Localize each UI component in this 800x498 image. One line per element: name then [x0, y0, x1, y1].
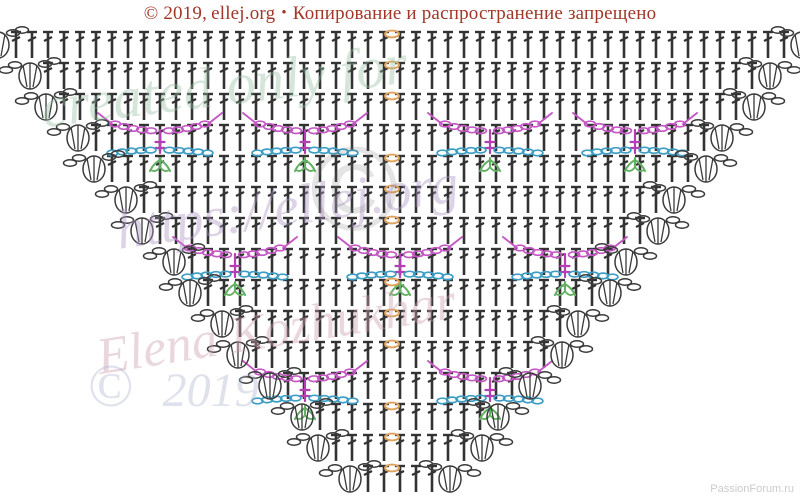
center-chain-layer	[384, 29, 400, 473]
copyright-symbol: ©	[143, 2, 159, 24]
copyright-year: 2019,	[163, 2, 208, 24]
bullet-separator: •	[281, 5, 287, 21]
colored-motif-layer	[97, 112, 698, 421]
site-name: ellej.org	[211, 2, 276, 24]
copyright-header: © 2019, ellej.org • Копирование и распро…	[0, 0, 800, 27]
copyright-notice: Копирование и распространение запрещено	[292, 2, 657, 24]
